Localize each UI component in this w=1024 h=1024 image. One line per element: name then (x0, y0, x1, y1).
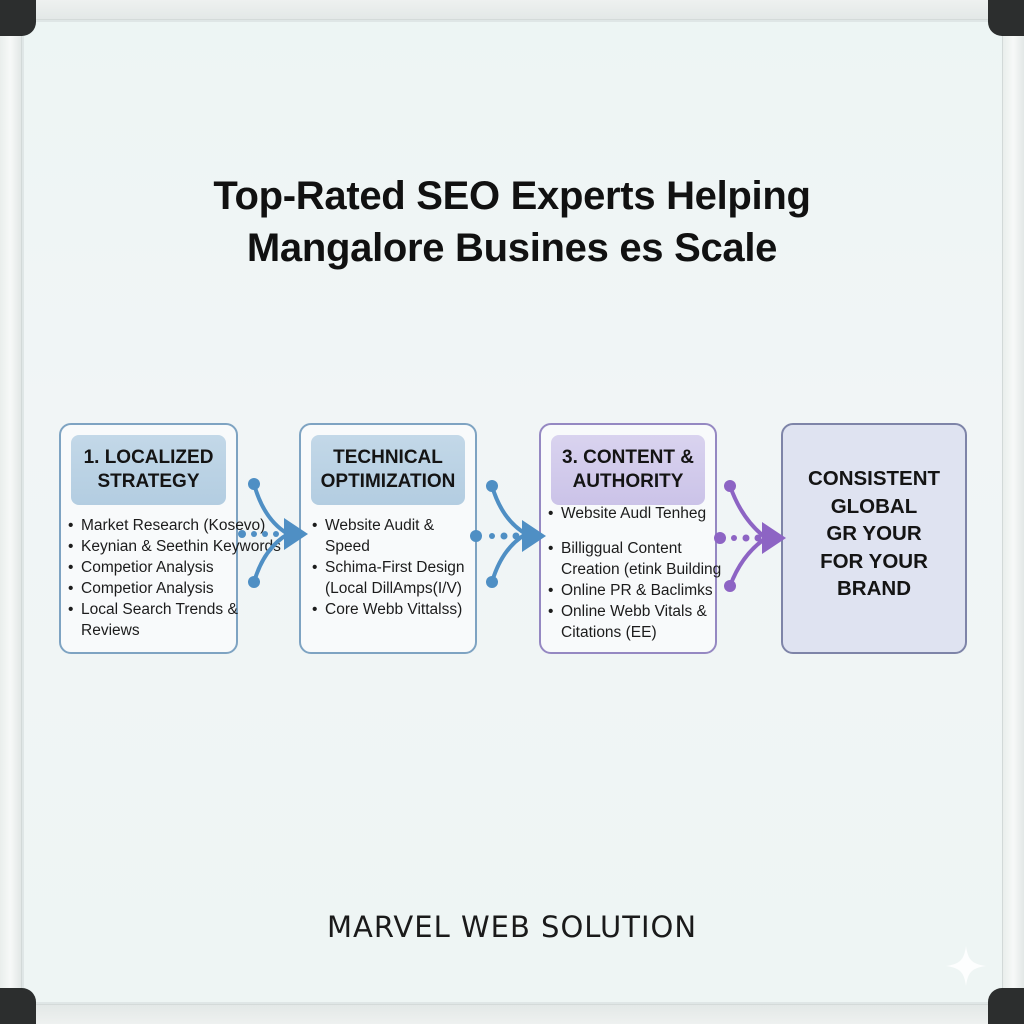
title-line-2: Mangalore Busines es Scale (246, 226, 778, 270)
list-item: Schima-First Design (309, 557, 495, 578)
sparkle-icon (946, 946, 986, 986)
frame-corner-top-right (988, 0, 1024, 36)
list-item: Local Search Trends & (65, 599, 256, 620)
merge-arrow-icon (238, 478, 308, 588)
merge-arrow-icon (470, 480, 546, 588)
list-item: Billiggual Content (545, 538, 735, 559)
frame-corner-bottom-right (988, 988, 1024, 1024)
list-item-continuation: Speed (325, 538, 370, 555)
title-line-1: Top-Rated SEO Experts Helping (213, 174, 811, 218)
step-header-line-1: 1. LOCALIZED (83, 447, 214, 468)
step-card-content-authority: 3. CONTENT & AUTHORITY Website Audl Tenh… (539, 423, 721, 654)
frame-corner-bottom-left (0, 988, 36, 1024)
list-item: Online PR & Baclimks (545, 580, 735, 601)
step-item-list: Market Research (Kosevo) Keynian & Seeth… (65, 515, 281, 641)
list-item: Competior Analysis (65, 557, 256, 578)
step-header: TECHNICAL OPTIMIZATION (311, 435, 465, 505)
result-card-brand-growth: CONSISTENT GLOBAL GR YOUR FOR YOUR BRAND (781, 423, 967, 654)
frame-rail-top (36, 0, 988, 20)
frame-corner-top-left (0, 0, 36, 36)
result-text: CONSISTENT GLOBAL GR YOUR FOR YOUR BRAND (783, 465, 965, 603)
list-item: Website Audit & (309, 515, 495, 536)
merge-arrow-icon (714, 480, 786, 592)
list-item: Website Audl Tenheg (545, 503, 735, 524)
step-header-line-2: AUTHORITY (572, 471, 684, 492)
result-line: BRAND (836, 577, 912, 600)
list-item-continuation: (Local DillAmps(I/V) (325, 580, 462, 597)
list-item: Competior Analysis (65, 578, 256, 599)
step-header: 3. CONTENT & AUTHORITY (551, 435, 705, 505)
frame-rail-right (1002, 36, 1024, 988)
step-header-line-1: TECHNICAL (333, 447, 443, 468)
result-line: FOR YOUR (820, 549, 928, 573)
step-header-line-2: OPTIMIZATION (320, 471, 456, 492)
step-header-line-2: STRATEGY (97, 471, 200, 492)
step-header-line-1: 3. CONTENT & (562, 447, 694, 468)
list-item-continuation: Creation (etink Building (561, 561, 722, 578)
result-line: GLOBAL (830, 494, 918, 518)
frame-rail-bottom (36, 1004, 988, 1024)
list-item-continuation: Citations (EE) (561, 624, 657, 641)
result-line: CONSISTENT (807, 467, 941, 490)
step-item-list: Website Audl Tenheg Billiggual Content C… (545, 503, 735, 643)
list-item: Keynian & Seethin Keywords (65, 536, 281, 557)
brand-footer: MARVEL WEB SOLUTION (326, 910, 698, 944)
list-item: Core Webb Vittalss) (309, 599, 495, 620)
step-card-technical-optimization: TECHNICAL OPTIMIZATION Website Audit & S… (299, 423, 477, 654)
list-item: Market Research (Kosevo) (65, 515, 265, 536)
step-card-localized-strategy: 1. LOCALIZED STRATEGY Market Research (K… (59, 423, 281, 654)
frame-rail-left (0, 36, 22, 988)
page-title: Top-Rated SEO Experts Helping Mangalore … (0, 170, 1024, 274)
step-item-list: Website Audit & Speed Schima-First Desig… (309, 515, 495, 620)
list-item: Online Webb Vitals & (545, 601, 735, 622)
result-line: GR YOUR (826, 522, 922, 545)
list-item-continuation: Reviews (81, 622, 140, 639)
step-header: 1. LOCALIZED STRATEGY (71, 435, 226, 505)
